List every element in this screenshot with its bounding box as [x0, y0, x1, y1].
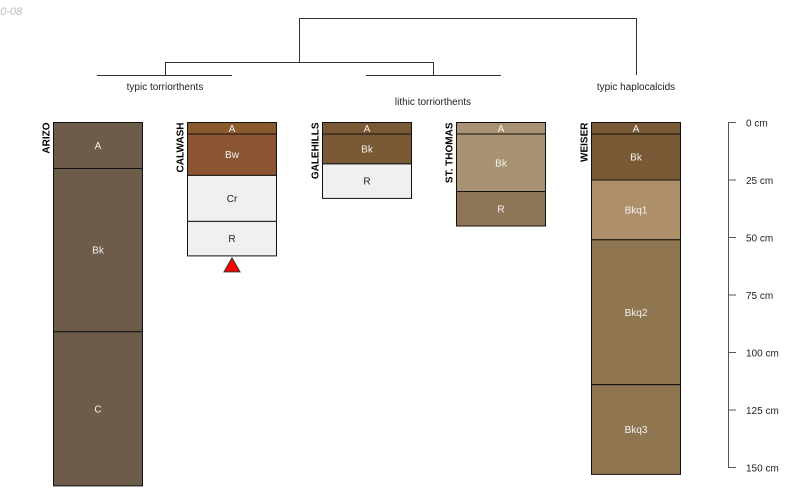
horizon-r: [456, 191, 546, 227]
horizon-label: A: [633, 124, 640, 135]
group-label-typic-haplocalcids: typic haplocalcids: [597, 82, 675, 93]
horizon-label: R: [497, 204, 504, 215]
horizon-label: A: [498, 124, 505, 135]
dendrogram: [97, 18, 637, 76]
horizon-label: Bw: [225, 150, 240, 161]
depth-axis: 0 cm 25 cm 50 cm 75 cm 100 cm 125 cm 150 cm: [728, 119, 779, 475]
horizon-label: A: [95, 141, 102, 152]
horizon-bkq3: [591, 384, 681, 475]
profile-name: WEISER: [580, 122, 591, 162]
dendrogram-root: [299, 18, 637, 75]
horizon-label: Bkq1: [625, 205, 648, 216]
axis-tick-label: 0 cm: [746, 119, 768, 130]
profile-name: ARIZO: [42, 122, 53, 153]
axis-tick-label: 150 cm: [746, 464, 779, 475]
dendrogram-branch: [165, 62, 434, 75]
group-label-typic-torriorthents: typic torriorthents: [127, 82, 204, 93]
horizon-c: [53, 331, 143, 487]
profile-arizo: A BkC ARIZO: [42, 122, 143, 487]
profile-name: GALEHILLS: [311, 122, 322, 179]
horizon-cr: [187, 174, 277, 222]
horizon-label: Bkq3: [625, 425, 648, 436]
horizon-label: Bkq2: [625, 308, 648, 319]
horizon-a: [53, 122, 143, 169]
horizon-bk: [322, 133, 412, 165]
horizon-label: Bk: [92, 246, 105, 257]
horizon-label: Bk: [495, 158, 508, 169]
horizon-bk: [456, 133, 546, 192]
axis-tick-label: 50 cm: [746, 234, 773, 245]
bedrock-marker-icon: [223, 256, 241, 273]
horizon-label: R: [228, 234, 235, 245]
horizon-label: R: [363, 177, 370, 188]
axis-tick-label: 25 cm: [746, 176, 773, 187]
horizon-label: A: [229, 124, 236, 135]
axis-tick-label: 75 cm: [746, 291, 773, 302]
horizon-bkq1: [591, 179, 681, 241]
horizon-label: Bk: [361, 144, 374, 155]
date-stamp: 10-08: [0, 6, 23, 18]
profile-st-thomas: A BkR ST. THOMAS: [445, 122, 546, 227]
group-label-lithic-torriorthents: lithic torriorthents: [395, 97, 471, 108]
horizon-label: Bk: [630, 153, 643, 164]
profile-galehills: A BkR GALEHILLS: [311, 122, 412, 199]
horizon-bw: [187, 133, 277, 176]
axis-tick-label: 100 cm: [746, 349, 779, 360]
profile-name: ST. THOMAS: [445, 122, 456, 183]
horizon-label: A: [364, 124, 371, 135]
horizon-label: C: [94, 404, 101, 415]
horizon-r: [322, 163, 412, 199]
horizon-r: [187, 220, 277, 257]
profile-name: CALWASH: [176, 123, 187, 173]
horizon-label: Cr: [227, 194, 238, 205]
horizon-bk: [53, 168, 143, 333]
axis-tick-label: 125 cm: [746, 406, 779, 417]
horizon-bkq2: [591, 239, 681, 386]
horizon-bk: [591, 133, 681, 181]
